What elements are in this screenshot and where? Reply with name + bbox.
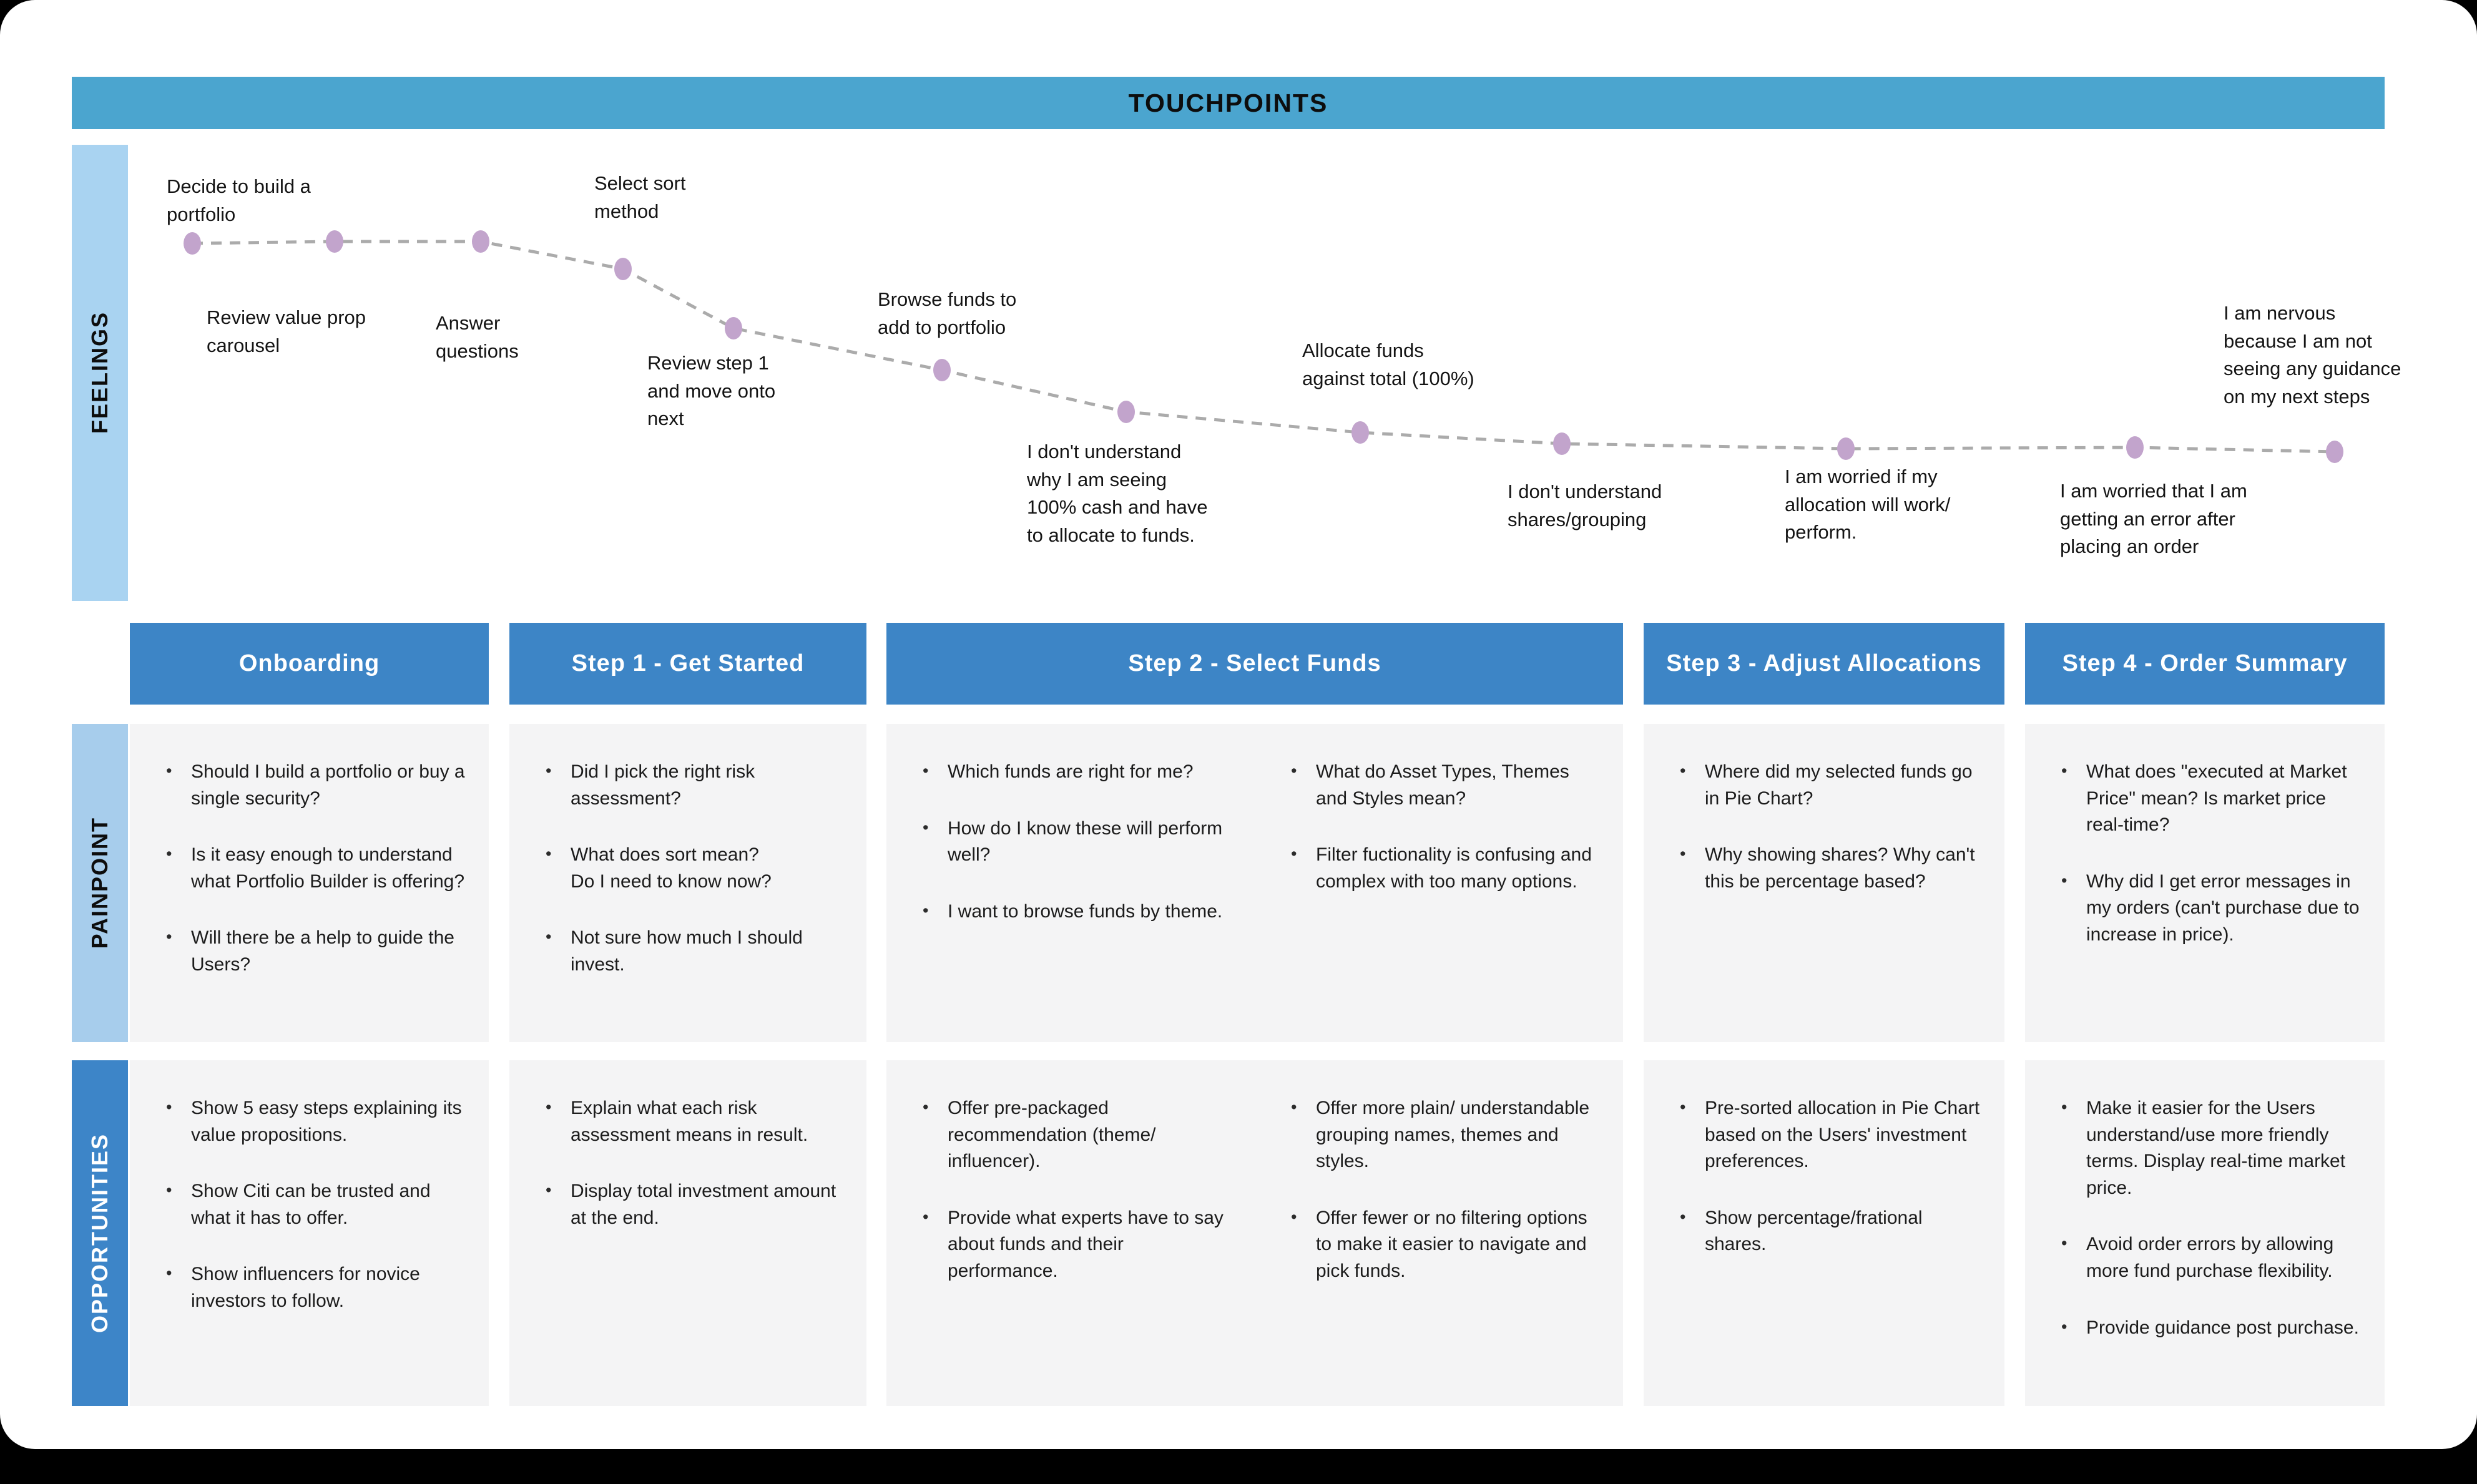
journey-label: Allocate funds against total (100%) xyxy=(1302,339,1474,389)
list-item: Offer pre-packaged recommendation (theme… xyxy=(923,1095,1232,1175)
painpoint-cell-onboarding: Should I build a portfolio or buy a sing… xyxy=(130,724,489,1042)
painpoint-list: Should I build a portfolio or buy a sing… xyxy=(130,724,489,979)
opportunities-cell-step4: Make it easier for the Users understand/… xyxy=(2025,1060,2385,1406)
list-item: Provide what experts have to say about f… xyxy=(923,1205,1232,1285)
journey-label: Answer questions xyxy=(436,312,519,362)
opportunities-list: Show 5 easy steps explaining its value p… xyxy=(130,1060,489,1315)
opportunities-list: Pre-sorted allocation in Pie Chart based… xyxy=(1644,1060,2004,1258)
opportunities-list: Make it easier for the Users understand/… xyxy=(2025,1060,2385,1341)
journey-label: I don't understand why I am seeing 100% … xyxy=(1027,441,1208,546)
journey-point xyxy=(725,317,742,339)
stage-header-label: Onboarding xyxy=(238,650,380,676)
opportunities-cell-step3: Pre-sorted allocation in Pie Chart based… xyxy=(1644,1060,2004,1406)
list-item: Show influencers for novice investors to… xyxy=(166,1261,466,1314)
list-item: Did I pick the right risk assessment? xyxy=(546,759,844,812)
opportunities-list: Offer more plain/ understandable groupin… xyxy=(1255,1060,1623,1285)
journey-point xyxy=(933,359,951,381)
painpoint-cell-step3: Where did my selected funds go in Pie Ch… xyxy=(1644,724,2004,1042)
feelings-rail-label: FEELINGS xyxy=(87,311,112,434)
list-item: What do Asset Types, Themes and Styles m… xyxy=(1291,759,1601,812)
journey-point xyxy=(1351,421,1369,444)
list-item: Show percentage/frational shares. xyxy=(1680,1205,1982,1258)
list-item: Offer fewer or no filtering options to m… xyxy=(1291,1205,1601,1285)
list-item: Filter fuctionality is confusing and com… xyxy=(1291,842,1601,895)
journey-label: Browse funds to add to portfolio xyxy=(878,288,1017,338)
feelings-rail: FEELINGS xyxy=(72,145,128,601)
list-item: Why showing shares? Why can't this be pe… xyxy=(1680,842,1982,895)
painpoint-subcolumn-right: What do Asset Types, Themes and Styles m… xyxy=(1255,724,1623,1042)
list-item: What does "executed at Market Price" mea… xyxy=(2061,759,2362,839)
opportunities-list: Offer pre-packaged recommendation (theme… xyxy=(886,1060,1255,1285)
opportunities-subcolumn-right: Offer more plain/ understandable groupin… xyxy=(1255,1060,1623,1406)
list-item: I want to browse funds by theme. xyxy=(923,899,1232,925)
painpoint-list: What do Asset Types, Themes and Styles m… xyxy=(1255,724,1623,895)
opportunities-rail: OPPORTUNITIES xyxy=(72,1060,128,1406)
touchpoints-bar: TOUCHPOINTS xyxy=(72,77,2385,129)
painpoint-list: Did I pick the right risk assessment? Wh… xyxy=(509,724,866,979)
list-item: Show 5 easy steps explaining its value p… xyxy=(166,1095,466,1148)
list-item: Pre-sorted allocation in Pie Chart based… xyxy=(1680,1095,1982,1175)
journey-label: Select sort method xyxy=(594,172,686,222)
painpoint-rail: PAINPOINT xyxy=(72,724,128,1042)
journey-point xyxy=(2126,436,2144,459)
painpoint-cell-step2: Which funds are right for me? How do I k… xyxy=(886,724,1623,1042)
painpoint-list: Which funds are right for me? How do I k… xyxy=(886,724,1255,925)
journey-point xyxy=(1837,437,1855,460)
stage-header-label: Step 1 - Get Started xyxy=(571,650,805,676)
list-item: What does sort mean? Do I need to know n… xyxy=(546,842,844,895)
opportunities-cell-onboarding: Show 5 easy steps explaining its value p… xyxy=(130,1060,489,1406)
opportunities-subcolumn-left: Offer pre-packaged recommendation (theme… xyxy=(886,1060,1255,1406)
journey-point xyxy=(1553,432,1571,455)
painpoint-cell-step1: Did I pick the right risk assessment? Wh… xyxy=(509,724,866,1042)
stage-header-label: Step 2 - Select Funds xyxy=(1128,650,1381,676)
list-item: Display total investment amount at the e… xyxy=(546,1178,844,1231)
journey-map-canvas: TOUCHPOINTS FEELINGS PAINPOINT OPPORTUNI… xyxy=(0,0,2477,1449)
stage-header-label: Step 3 - Adjust Allocations xyxy=(1666,650,1982,676)
list-item: Show Citi can be trusted and what it has… xyxy=(166,1178,466,1231)
list-item: Provide guidance post purchase. xyxy=(2061,1315,2362,1342)
painpoint-subcolumn-left: Which funds are right for me? How do I k… xyxy=(886,724,1255,1042)
journey-label: Review value prop carousel xyxy=(207,306,366,356)
list-item: How do I know these will perform well? xyxy=(923,816,1232,869)
stage-header-step1: Step 1 - Get Started xyxy=(509,623,866,705)
journey-label: Decide to build a portfolio xyxy=(167,175,311,225)
journey-label: I am worried that I am getting an error … xyxy=(2060,480,2247,558)
stage-header-onboarding: Onboarding xyxy=(130,623,489,705)
painpoint-rail-label: PAINPOINT xyxy=(87,817,112,949)
journey-point xyxy=(472,230,489,253)
list-item: Which funds are right for me? xyxy=(923,759,1232,786)
painpoint-list: Where did my selected funds go in Pie Ch… xyxy=(1644,724,2004,895)
touchpoints-title: TOUCHPOINTS xyxy=(1128,88,1328,117)
opportunities-list: Explain what each risk assessment means … xyxy=(509,1060,866,1231)
list-item: Explain what each risk assessment means … xyxy=(546,1095,844,1148)
journey-point xyxy=(614,258,632,280)
journey-label: I don't understand shares/grouping xyxy=(1508,481,1662,530)
list-item: Avoid order errors by allowing more fund… xyxy=(2061,1231,2362,1284)
painpoint-cell-step4: What does "executed at Market Price" mea… xyxy=(2025,724,2385,1042)
journey-label: Review step 1 and move onto next xyxy=(647,352,776,430)
painpoint-list: What does "executed at Market Price" mea… xyxy=(2025,724,2385,949)
journey-point xyxy=(326,230,343,253)
opportunities-cell-step2: Offer pre-packaged recommendation (theme… xyxy=(886,1060,1623,1406)
opportunities-rail-label: OPPORTUNITIES xyxy=(87,1133,112,1334)
journey-point xyxy=(1117,401,1135,423)
stage-header-label: Step 4 - Order Summary xyxy=(2062,650,2348,676)
stage-header-step3: Step 3 - Adjust Allocations xyxy=(1644,623,2004,705)
list-item: Not sure how much I should invest. xyxy=(546,925,844,978)
list-item: Will there be a help to guide the Users? xyxy=(166,925,466,978)
journey-point xyxy=(184,232,201,255)
stage-header-step2: Step 2 - Select Funds xyxy=(886,623,1623,705)
list-item: Where did my selected funds go in Pie Ch… xyxy=(1680,759,1982,812)
list-item: Should I build a portfolio or buy a sing… xyxy=(166,759,466,812)
list-item: Is it easy enough to understand what Por… xyxy=(166,842,466,895)
journey-label: I am worried if my allocation will work/… xyxy=(1785,466,1951,544)
list-item: Make it easier for the Users understand/… xyxy=(2061,1095,2362,1201)
journey-label: I am nervous because I am not seeing any… xyxy=(2224,302,2401,408)
opportunities-cell-step1: Explain what each risk assessment means … xyxy=(509,1060,866,1406)
stage-header-step4: Step 4 - Order Summary xyxy=(2025,623,2385,705)
list-item: Offer more plain/ understandable groupin… xyxy=(1291,1095,1601,1175)
list-item: Why did I get error messages in my order… xyxy=(2061,869,2362,949)
journey-point xyxy=(2326,441,2343,463)
